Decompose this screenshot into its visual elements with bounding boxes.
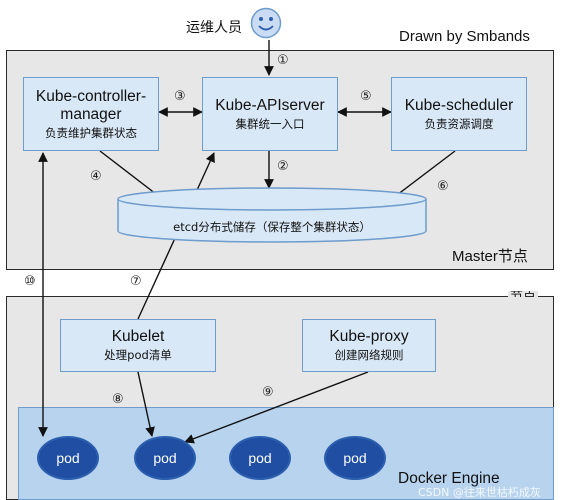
step-2: ② <box>277 159 289 174</box>
arrow-kubelet-to-pod <box>137 371 155 437</box>
pod-2: pod <box>134 436 196 480</box>
scheduler-title: Kube-scheduler <box>404 96 514 114</box>
step-9: ⑨ <box>262 385 274 400</box>
etcd-label: etcd分布式储存（保存整个集群状态） <box>173 220 371 234</box>
docker-engine-label: Docker Engine <box>398 470 500 487</box>
controller-title-line1: Kube-controller- <box>35 87 147 105</box>
apiserver-title: Kube-APIserver <box>215 96 325 114</box>
kube-scheduler-box: Kube-scheduler 负责资源调度 <box>391 77 527 151</box>
step-8: ⑧ <box>112 392 124 407</box>
watermark: CSDN @往来世枯朽成灰 <box>418 486 541 499</box>
kube-proxy-box: Kube-proxy 创建网络规则 <box>302 319 436 372</box>
kubelet-title: Kubelet <box>111 328 165 345</box>
step-1: ① <box>277 53 289 68</box>
step-4: ④ <box>90 169 102 184</box>
kubelet-box: Kubelet 处理pod清单 <box>60 319 216 372</box>
kube-proxy-subtitle: 创建网络规则 <box>334 348 404 362</box>
step-10: ⑩ <box>24 274 36 289</box>
credit-text: Drawn by Smbands <box>399 28 530 45</box>
operator-label: 运维人员 <box>186 20 242 36</box>
master-node-label: Master节点 <box>452 248 528 265</box>
apiserver-subtitle: 集群统一入口 <box>235 116 305 131</box>
step-7: ⑦ <box>130 274 142 289</box>
step-5: ⑤ <box>360 89 372 104</box>
kube-apiserver-box: Kube-APIserver 集群统一入口 <box>202 77 338 151</box>
kubelet-subtitle: 处理pod清单 <box>104 348 172 362</box>
controller-title-line2: manager <box>60 105 122 123</box>
kube-proxy-title: Kube-proxy <box>329 328 409 345</box>
step-6: ⑥ <box>437 179 449 194</box>
pod-3: pod <box>229 436 291 480</box>
pod-1: pod <box>37 436 99 480</box>
controller-subtitle: 负责维护集群状态 <box>45 125 137 140</box>
node-label: 节点 <box>508 291 539 297</box>
kube-controller-manager-box: Kube-controller- manager 负责维护集群状态 <box>23 77 159 151</box>
smiley-icon <box>250 7 282 43</box>
arrow-proxy-to-pod <box>184 371 369 444</box>
scheduler-subtitle: 负责资源调度 <box>424 116 494 131</box>
pod-4: pod <box>324 436 386 480</box>
step-3: ③ <box>174 89 186 104</box>
